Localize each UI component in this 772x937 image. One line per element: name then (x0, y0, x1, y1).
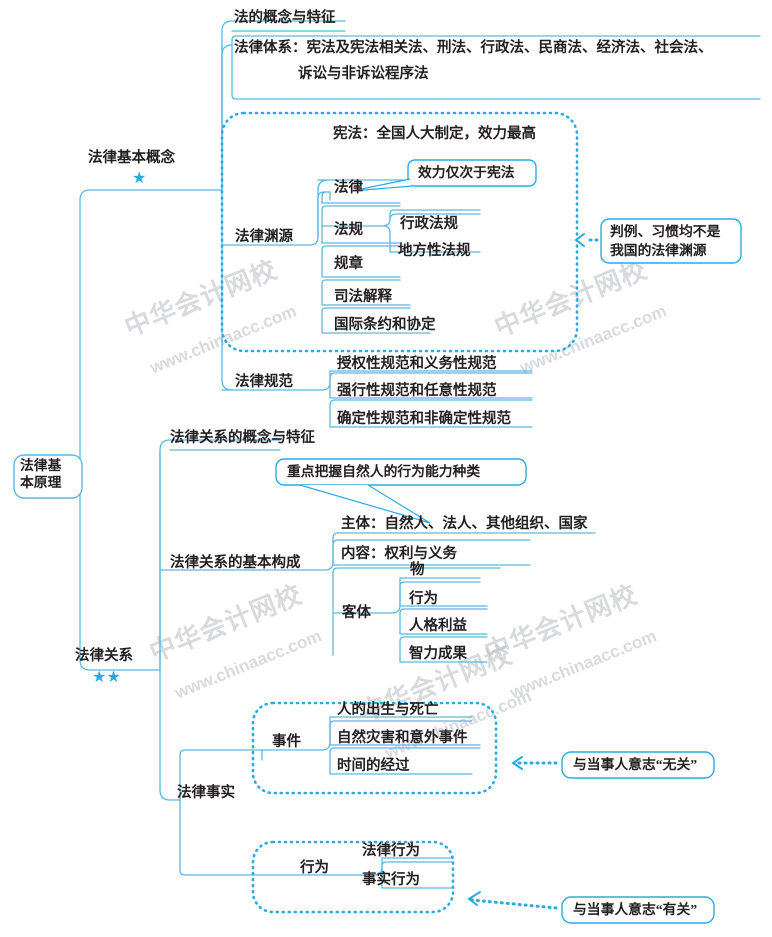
watermark: 中华会计网校 www.chinaacc.com (465, 232, 683, 422)
pointer-relevant (470, 898, 558, 910)
node-relation-structure[interactable]: 法律关系的基本构成 (170, 555, 301, 571)
node-event-birth-death[interactable]: 人的出生与死亡 (337, 702, 439, 718)
watermark-line1: 中华会计网校 (120, 253, 282, 343)
node-object-thing[interactable]: 物 (410, 562, 425, 578)
branch-label-legal-relation[interactable]: 法律关系 (75, 648, 133, 664)
node-concept-feature[interactable]: 法的概念与特征 (234, 10, 336, 26)
watermark: 中华会计网校 www.chinaacc.com (455, 557, 673, 747)
arrowhead-relevant (467, 891, 481, 906)
node-legal-system-line2[interactable]: 诉讼与非诉讼程序法 (298, 66, 429, 82)
watermark: 中华会计网校 www.chinaacc.com (120, 557, 338, 747)
node-event-disaster[interactable]: 自然灾害和意外事件 (337, 730, 468, 746)
edge-root-to-basic-concept (79, 189, 223, 471)
node-object-intellectual[interactable]: 智力成果 (409, 646, 467, 662)
arrowhead-not-source (574, 233, 585, 247)
watermark-line1: 中华会计网校 (145, 578, 307, 668)
node-rule[interactable]: 规章 (334, 256, 363, 272)
watermark-line1: 中华会计网校 (490, 253, 652, 343)
callout-not-source-line1[interactable]: 判例、习惯均不是 (610, 224, 721, 239)
root-label-line1[interactable]: 法律基 (20, 458, 62, 473)
dotted-region-behavior (251, 840, 455, 914)
node-admin-regulation[interactable]: 行政法规 (400, 216, 458, 232)
node-object[interactable]: 客体 (342, 605, 371, 621)
root-label-line2[interactable]: 本原理 (20, 475, 62, 490)
node-treaty[interactable]: 国际条约和协定 (334, 317, 436, 333)
node-event-time[interactable]: 时间的经过 (337, 758, 410, 774)
node-object-act[interactable]: 行为 (409, 591, 438, 607)
star-rating-legal-relation: ★★ (92, 669, 121, 686)
watermark-line1: 中华会计网校 (480, 578, 642, 668)
node-event[interactable]: 事件 (272, 734, 301, 750)
node-regulation[interactable]: 法规 (334, 222, 363, 238)
edge-event-stem (261, 749, 323, 761)
callout-natural-person-label[interactable]: 重点把握自然人的行为能力种类 (287, 464, 481, 479)
callout-irrelevant-label[interactable]: 与当事人意志“无关” (573, 757, 698, 772)
node-norm-3[interactable]: 确定性规范和非确定性规范 (337, 411, 511, 427)
node-local-regulation[interactable]: 地方性法规 (398, 243, 471, 259)
node-behavior-factual[interactable]: 事实行为 (362, 872, 420, 888)
watermark: 中华会计网校 www.chinaacc.com (95, 232, 313, 422)
edge-fact-behavior (179, 799, 263, 876)
callout-not-source-line2[interactable]: 我国的法律渊源 (610, 243, 707, 258)
arrowhead-irrelevant (511, 756, 523, 770)
node-subject[interactable]: 主体：自然人、法人、其他组织、国家 (341, 516, 588, 532)
node-behavior-legal[interactable]: 法律行为 (362, 843, 420, 859)
star-rating-basic-concept: ★ (132, 170, 147, 187)
node-legal-source[interactable]: 法律渊源 (235, 229, 293, 245)
watermark-line2: www.chinaacc.com (517, 301, 670, 378)
node-constitution[interactable]: 宪法：全国人大制定，效力最高 (333, 126, 536, 142)
edge-b1-legal-system-stub (221, 44, 233, 191)
edge-root-to-legal-relation (79, 487, 161, 671)
watermark-line2: www.chinaacc.com (382, 686, 535, 763)
node-norm-1[interactable]: 授权性规范和义务性规范 (337, 356, 497, 372)
edge-src-constitution-corner (317, 179, 329, 191)
node-content[interactable]: 内容：权利与义务 (341, 546, 457, 562)
node-norm-2[interactable]: 强行性规范和任意性规范 (337, 383, 497, 399)
branch-label-basic-concept[interactable]: 法律基本概念 (88, 150, 175, 166)
node-behavior[interactable]: 行为 (300, 860, 329, 876)
callout-law-effect-label[interactable]: 效力仅次于宪法 (418, 165, 515, 180)
node-legal-norm[interactable]: 法律规范 (235, 374, 293, 390)
edge-b1-legal-norm-corner (221, 244, 233, 391)
callout-relevant-label[interactable]: 与当事人意志“有关” (573, 902, 698, 917)
node-law[interactable]: 法律 (334, 180, 363, 196)
edge-src-law-top (317, 191, 331, 199)
watermark-line2: www.chinaacc.com (507, 626, 660, 703)
watermark-line2: www.chinaacc.com (147, 301, 300, 378)
watermark-line2: www.chinaacc.com (172, 626, 325, 703)
edge-b2-legal-fact (159, 569, 181, 801)
node-relation-concept[interactable]: 法律关系的概念与特征 (170, 430, 315, 446)
node-legal-fact[interactable]: 法律事实 (177, 785, 235, 801)
node-judicial-interpretation[interactable]: 司法解释 (334, 289, 392, 305)
node-object-personality[interactable]: 人格利益 (409, 618, 467, 634)
node-legal-system-line1[interactable]: 法律体系：宪法及宪法相关法、刑法、行政法、民商法、经济法、社会法、 (234, 40, 713, 56)
